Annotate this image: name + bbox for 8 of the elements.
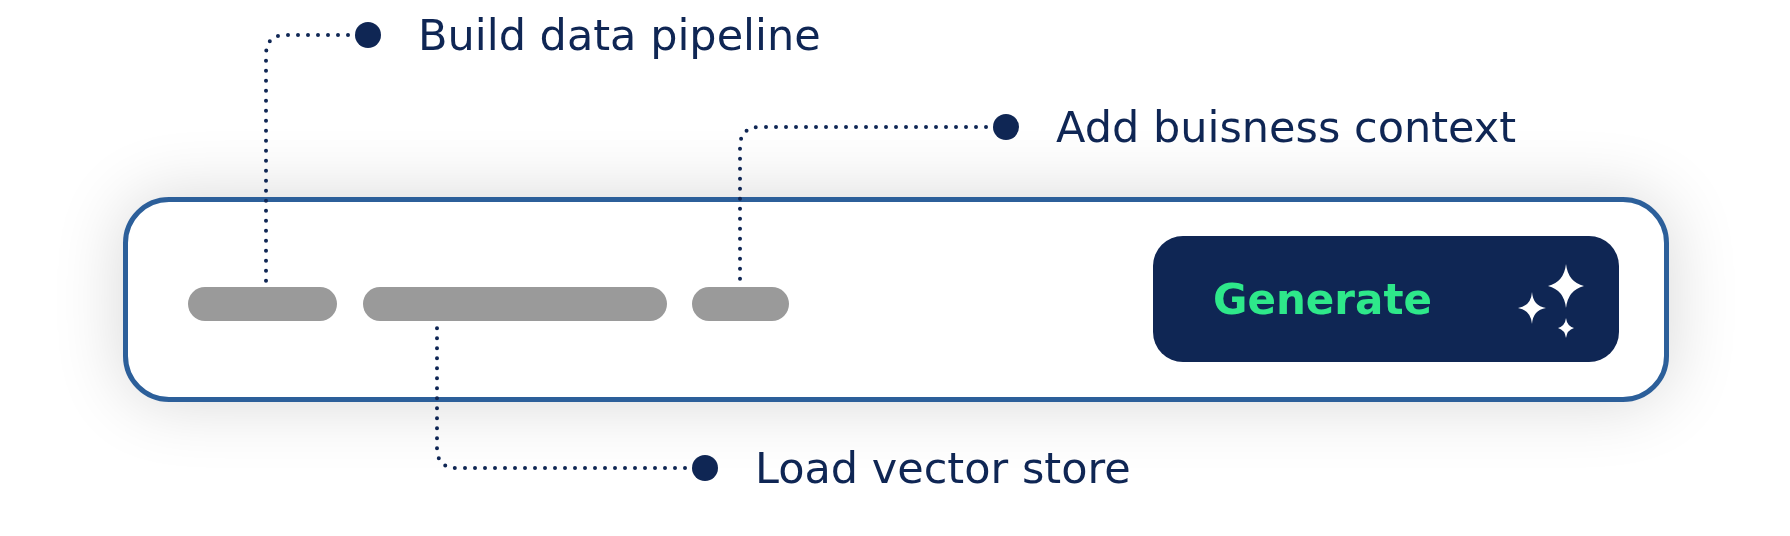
input-box <box>123 197 1669 402</box>
callout-label: Load vector store <box>705 440 1195 496</box>
generate-button: Generate <box>1153 236 1619 362</box>
callout-label: Add buisness context <box>1006 99 1576 155</box>
placeholder-bar <box>692 287 789 321</box>
callout-label: Build data pipeline <box>368 7 898 63</box>
placeholder-bar <box>363 287 667 321</box>
placeholder-bar <box>188 287 337 321</box>
